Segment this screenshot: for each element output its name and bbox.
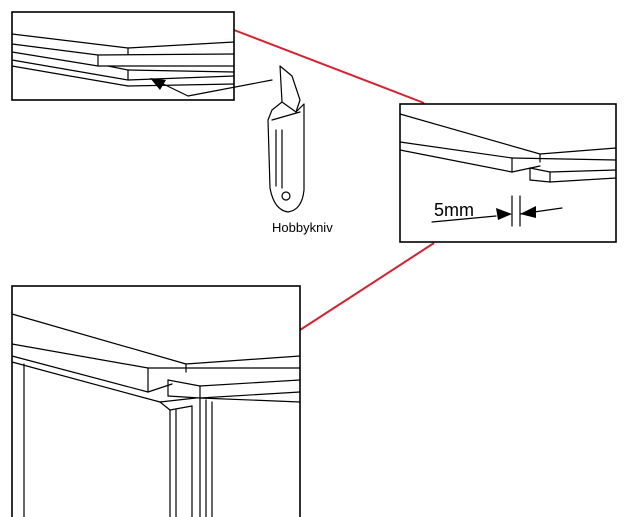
detail-frame-gap (399, 103, 617, 243)
panel-edge-installed (11, 313, 301, 517)
detail-frame-cut (11, 11, 235, 101)
tool-label: Hobbykniv (272, 220, 333, 235)
detail-panel-cut (11, 11, 273, 101)
panel-edge-gap (399, 113, 617, 183)
callout-line-top (233, 29, 425, 104)
detail-panel-gap: 5mm (399, 103, 617, 243)
panel-edge-cut (11, 33, 235, 87)
detail-panel-installed (11, 285, 301, 517)
callout-line-bottom (299, 242, 435, 331)
dimension-marker (431, 195, 563, 227)
measurement-label: 5mm (434, 200, 474, 220)
callout-lines (233, 29, 435, 331)
arrow-icon (150, 78, 273, 97)
hobby-knife-icon (267, 65, 305, 213)
